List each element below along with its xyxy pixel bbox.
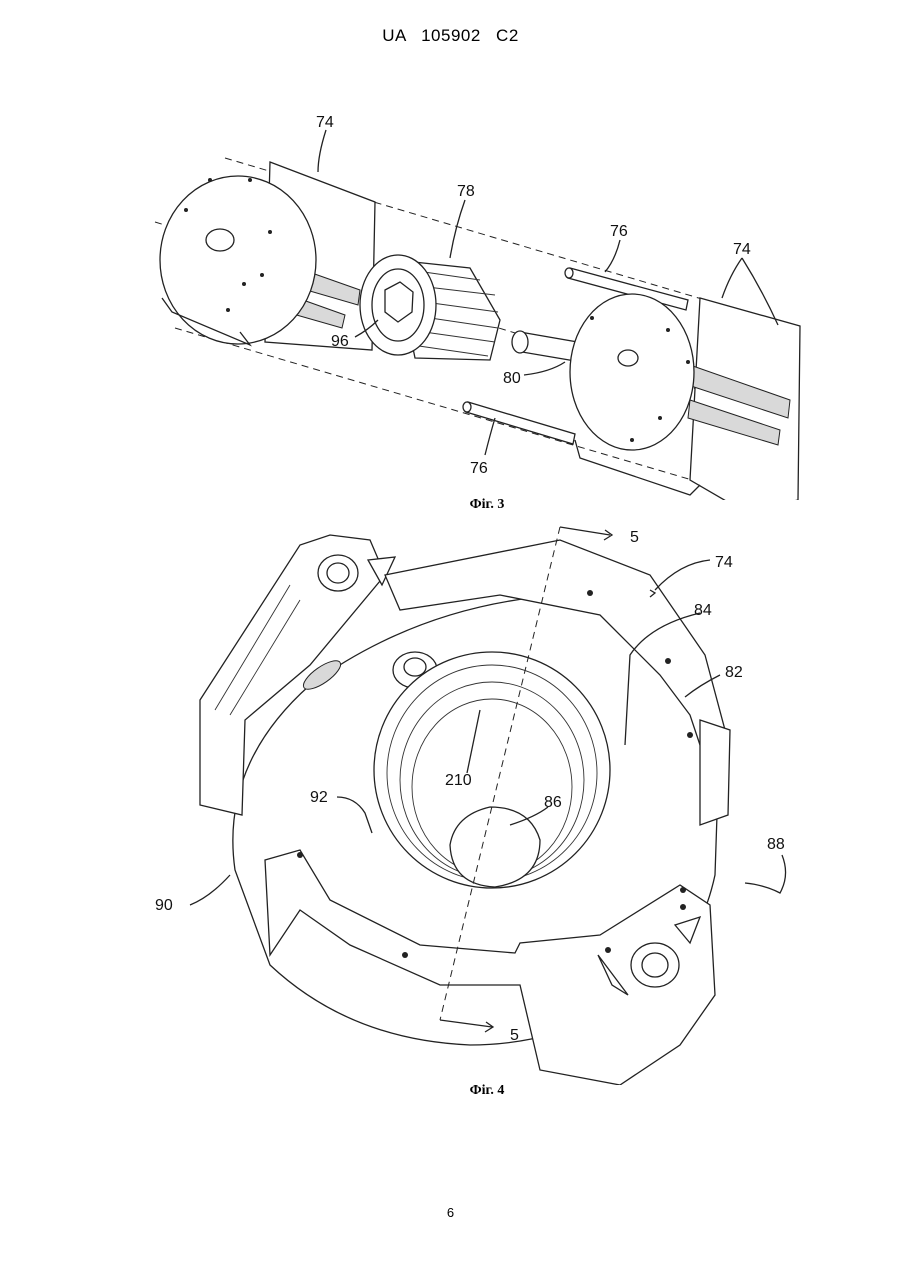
leader-78 xyxy=(450,200,465,258)
ref-label-86: 86 xyxy=(544,794,562,811)
patent-document-number: UA 105902 C2 xyxy=(0,26,901,46)
page-number: 6 xyxy=(0,1205,901,1220)
right-housing-module xyxy=(570,294,800,500)
ref-label-76-top: 76 xyxy=(610,223,628,240)
figure-4-drawing: 5 74 84 82 210 92 86 88 90 5 xyxy=(0,515,901,1085)
leader-76-top xyxy=(605,240,620,272)
section-line-top-end xyxy=(560,527,610,535)
ref-label-88: 88 xyxy=(767,836,785,853)
ref-label-96: 96 xyxy=(331,333,349,350)
ref-label-210: 210 xyxy=(445,772,472,789)
leader-88 xyxy=(745,855,786,893)
rotor-component xyxy=(360,255,500,360)
ref-label-82: 82 xyxy=(725,664,743,681)
central-bore xyxy=(374,652,610,888)
ref-label-74: 74 xyxy=(715,554,733,571)
figure-3-caption: Фіг. 3 xyxy=(427,497,547,513)
leader-74-left xyxy=(318,130,326,172)
ref-label-84: 84 xyxy=(694,602,712,619)
ref-label-76-bottom: 76 xyxy=(470,460,488,477)
leader-80 xyxy=(524,362,565,375)
figure-4-caption: Фіг. 4 xyxy=(427,1083,547,1099)
ref-label-74-left: 74 xyxy=(316,114,334,131)
figure-3-drawing: 74 78 76 74 96 80 76 xyxy=(0,100,901,500)
ref-label-78: 78 xyxy=(457,183,475,200)
leader-90 xyxy=(190,875,230,905)
left-housing-module xyxy=(160,162,375,350)
ref-label-74-right: 74 xyxy=(733,241,751,258)
ref-label-80: 80 xyxy=(503,370,521,387)
leader-74 xyxy=(655,560,710,590)
leader-76-bottom xyxy=(485,418,495,455)
ref-label-5-bottom: 5 xyxy=(510,1027,519,1044)
ref-label-5-top: 5 xyxy=(630,529,639,546)
ref-label-92: 92 xyxy=(310,789,328,806)
ref-label-90: 90 xyxy=(155,897,173,914)
